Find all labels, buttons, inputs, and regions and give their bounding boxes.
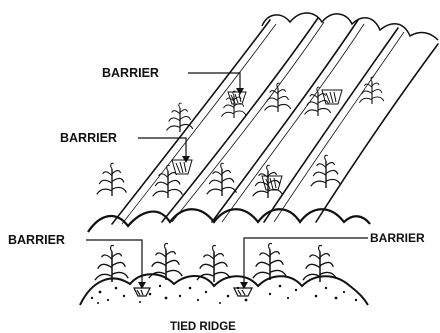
barrier-label-right: BARRIER bbox=[370, 231, 425, 245]
soil-texture bbox=[91, 285, 357, 304]
barrier-cells bbox=[172, 90, 342, 190]
barrier-label-left: BARRIER bbox=[8, 233, 65, 247]
barrier-cell bbox=[172, 160, 192, 174]
plant bbox=[221, 91, 246, 118]
soil-mounds bbox=[80, 274, 368, 305]
cross-section-barrier bbox=[134, 288, 150, 296]
plant bbox=[153, 165, 183, 198]
plant bbox=[253, 165, 283, 198]
plant bbox=[97, 163, 127, 196]
leader-mid bbox=[138, 138, 186, 160]
ridge-line bbox=[112, 20, 270, 224]
plant bbox=[253, 243, 286, 280]
plant bbox=[207, 163, 237, 196]
plant bbox=[95, 245, 128, 282]
ridge-lines bbox=[112, 18, 438, 224]
barrier-cell bbox=[322, 90, 342, 104]
ridge-shading bbox=[122, 22, 404, 224]
cross-section-barrier bbox=[234, 288, 252, 296]
top-crest bbox=[262, 13, 438, 40]
plant bbox=[167, 103, 193, 132]
caption: TIED RIDGE bbox=[170, 321, 236, 333]
barrier-label-mid: BARRIER bbox=[60, 131, 117, 145]
front-plants bbox=[95, 243, 336, 282]
soil-line bbox=[80, 274, 368, 305]
barrier-label-top: BARRIER bbox=[102, 66, 159, 80]
